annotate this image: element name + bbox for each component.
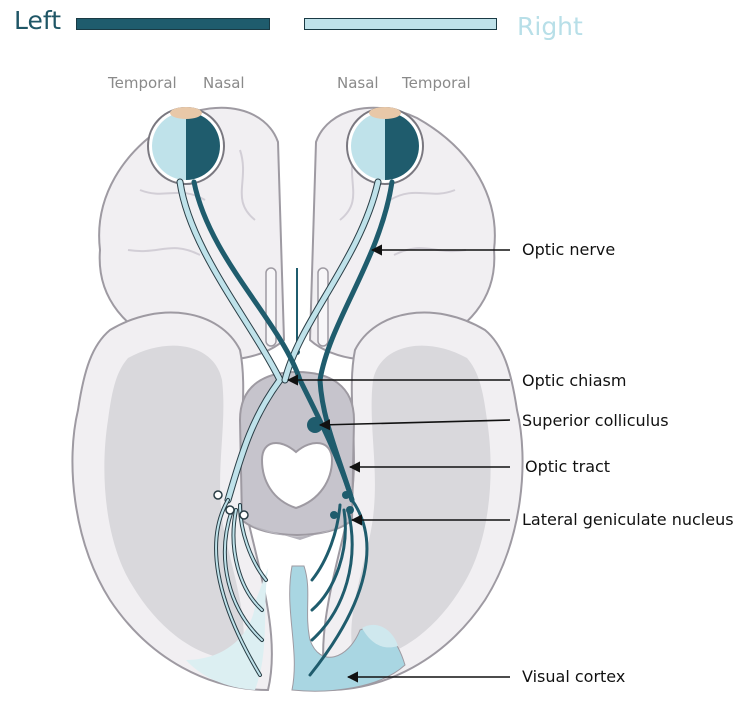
callout-lateral-geniculate-nucleus: Lateral geniculate nucleus	[522, 510, 733, 529]
callout-optic-chiasm: Optic chiasm	[522, 371, 626, 390]
callout-superior-colliculus: Superior colliculus	[522, 411, 669, 430]
left-eye	[148, 107, 224, 184]
callout-visual-cortex: Visual cortex	[522, 667, 625, 686]
right-eye	[347, 107, 423, 184]
callout-optic-tract: Optic tract	[525, 457, 610, 476]
callout-optic-nerve: Optic nerve	[522, 240, 615, 259]
